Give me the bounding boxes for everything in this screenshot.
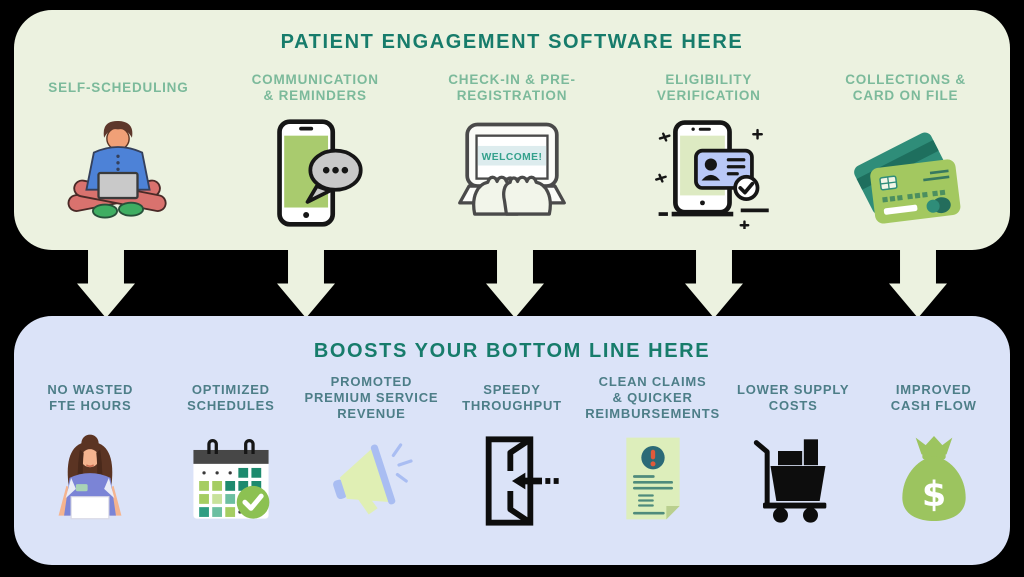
benefit-item-fte-hours: NO WASTED FTE HOURS [20, 363, 161, 533]
feature-label: ELIGIBILITY VERIFICATION [656, 72, 761, 103]
welcome-screen-icon: WELCOME! [446, 114, 578, 232]
top-panel-title: PATIENT ENGAGEMENT SOFTWARE HERE [280, 31, 744, 53]
benefit-item-premium-revenue: PROMOTED PREMIUM SERVICE REVENUE [301, 363, 442, 533]
down-arrow-icon [486, 249, 544, 318]
benefit-label: IMPROVED CASH FLOW [890, 382, 977, 413]
credit-cards-icon [840, 114, 972, 232]
patient-engagement-panel: PATIENT ENGAGEMENT SOFTWARE HERE SELF-SC… [14, 10, 1010, 250]
feature-item-collections: COLLECTIONS & CARD ON FILE [807, 54, 1004, 232]
svg-text:$: $ [922, 475, 946, 515]
benefit-label: SPEEDY THROUGHPUT [462, 382, 562, 413]
bottom-panel-title: BOOSTS YOUR BOTTOM LINE HERE [313, 340, 711, 362]
benefit-label: LOWER SUPPLY COSTS [736, 382, 850, 413]
feature-item-checkin: CHECK-IN & PRE- REGISTRATION WELCOME! [414, 54, 611, 232]
feature-label: COLLECTIONS & CARD ON FILE [845, 72, 966, 103]
feature-item-communication: COMMUNICATION & REMINDERS [217, 54, 414, 232]
bottom-line-panel: BOOSTS YOUR BOTTOM LINE HERE NO WASTED F… [14, 316, 1010, 565]
feature-item-self-scheduling: SELF-SCHEDULING [20, 54, 217, 232]
down-arrow-icon [889, 249, 947, 318]
megaphone-icon [316, 429, 426, 533]
feature-label: CHECK-IN & PRE- REGISTRATION [448, 72, 576, 103]
benefit-label: OPTIMIZED SCHEDULES [187, 382, 275, 413]
money-bag-icon: $ [884, 429, 984, 533]
benefit-item-throughput: SPEEDY THROUGHPUT [442, 363, 583, 533]
person-laptop-icon [53, 114, 183, 232]
benefit-label: CLEAN CLAIMS & QUICKER REIMBURSEMENTS [585, 374, 720, 421]
feature-label: COMMUNICATION & REMINDERS [251, 72, 379, 103]
claim-document-icon [602, 429, 704, 533]
open-door-icon [462, 429, 562, 533]
feature-label: SELF-SCHEDULING [48, 80, 189, 95]
benefit-item-cash-flow: IMPROVED CASH FLOW $ [863, 363, 1004, 533]
benefit-label: PROMOTED PREMIUM SERVICE REVENUE [304, 374, 439, 421]
phone-chat-icon [256, 114, 374, 232]
supply-cart-icon [741, 429, 845, 533]
benefit-item-clean-claims: CLEAN CLAIMS & QUICKER REIMBURSEMENTS [582, 363, 723, 533]
down-arrow-icon [277, 249, 335, 318]
svg-text:WELCOME!: WELCOME! [482, 152, 543, 163]
down-arrow-icon [77, 249, 135, 318]
feature-row: SELF-SCHEDULING [14, 54, 1010, 232]
benefit-row: NO WASTED FTE HOURS [14, 363, 1010, 533]
down-arrow-icon [685, 249, 743, 318]
benefit-item-supply-costs: LOWER SUPPLY COSTS [723, 363, 864, 533]
benefit-item-schedules: OPTIMIZED SCHEDULES [161, 363, 302, 533]
benefit-label: NO WASTED FTE HOURS [47, 382, 134, 413]
id-verification-icon [643, 114, 775, 232]
receptionist-icon [35, 429, 145, 533]
calendar-check-icon [180, 429, 282, 533]
feature-item-eligibility: ELIGIBILITY VERIFICATION [610, 54, 807, 232]
